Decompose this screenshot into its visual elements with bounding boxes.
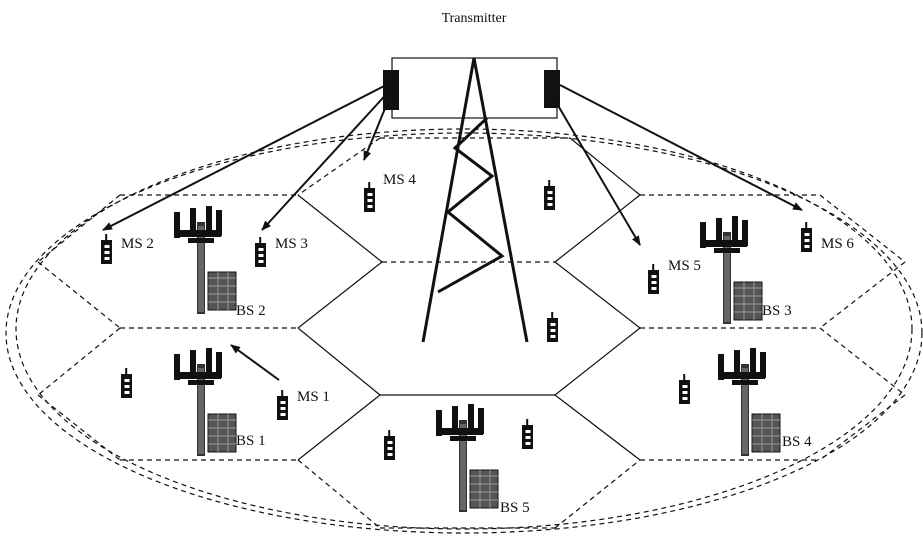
mobile-station-icon [544,180,555,210]
mobile-station-icon [801,222,812,252]
base-station-tower-icon [699,215,763,325]
base-station-tower-icon [435,403,499,513]
ms5-label: MS 5 [668,258,701,274]
mobile-station-icon [679,374,690,404]
mobile-station-icon [121,368,132,398]
bs5-label: BS 5 [500,500,530,516]
mobile-station-icon [364,182,375,212]
bs3-label: BS 3 [762,303,792,319]
transmitter-tower-icon [421,57,529,343]
mobile-station-icon [255,237,266,267]
arrow-to-ms6 [559,84,803,211]
base-station-tower-icon [173,205,237,315]
transmitter-label: Transmitter [442,11,507,26]
cell-grid-dashed [37,137,906,529]
arrow-to-ms4 [363,105,387,161]
arrow-to-ms2 [102,82,391,231]
ms1-label: MS 1 [297,389,330,405]
arrow-ms1-to-bs1 [230,344,280,381]
mobile-station-icon [522,419,533,449]
base-station-tower-icon [717,347,781,457]
coverage-ellipse-outer [5,132,923,534]
arrow-to-ms5 [552,96,641,246]
mobile-station-icon [547,312,558,342]
bs1-label: BS 1 [236,433,266,449]
mobile-station-icon [384,430,395,460]
bs4-label: BS 4 [782,434,812,450]
cell-grid [297,137,641,461]
mobile-station-icon [101,234,112,264]
ms2-label: MS 2 [121,236,154,252]
coverage-ellipse-inner [15,128,913,530]
ms6-label: MS 6 [821,236,854,252]
transmission-links [102,82,803,381]
arrow-to-ms3 [261,87,393,231]
transmitter: Transmitter [383,11,560,343]
bs2-label: BS 2 [236,303,266,319]
labels: MS 2 MS 3 MS 4 MS 5 MS 6 MS 1 BS 2 BS 1 … [121,172,854,516]
transmitter-antenna-right-icon [544,70,560,108]
base-station-tower-icon [173,347,237,457]
mobile-station-icon [277,390,288,420]
ms3-label: MS 3 [275,236,308,252]
mobile-station-icon [648,264,659,294]
ms4-label: MS 4 [383,172,416,188]
coverage-area [5,128,923,534]
